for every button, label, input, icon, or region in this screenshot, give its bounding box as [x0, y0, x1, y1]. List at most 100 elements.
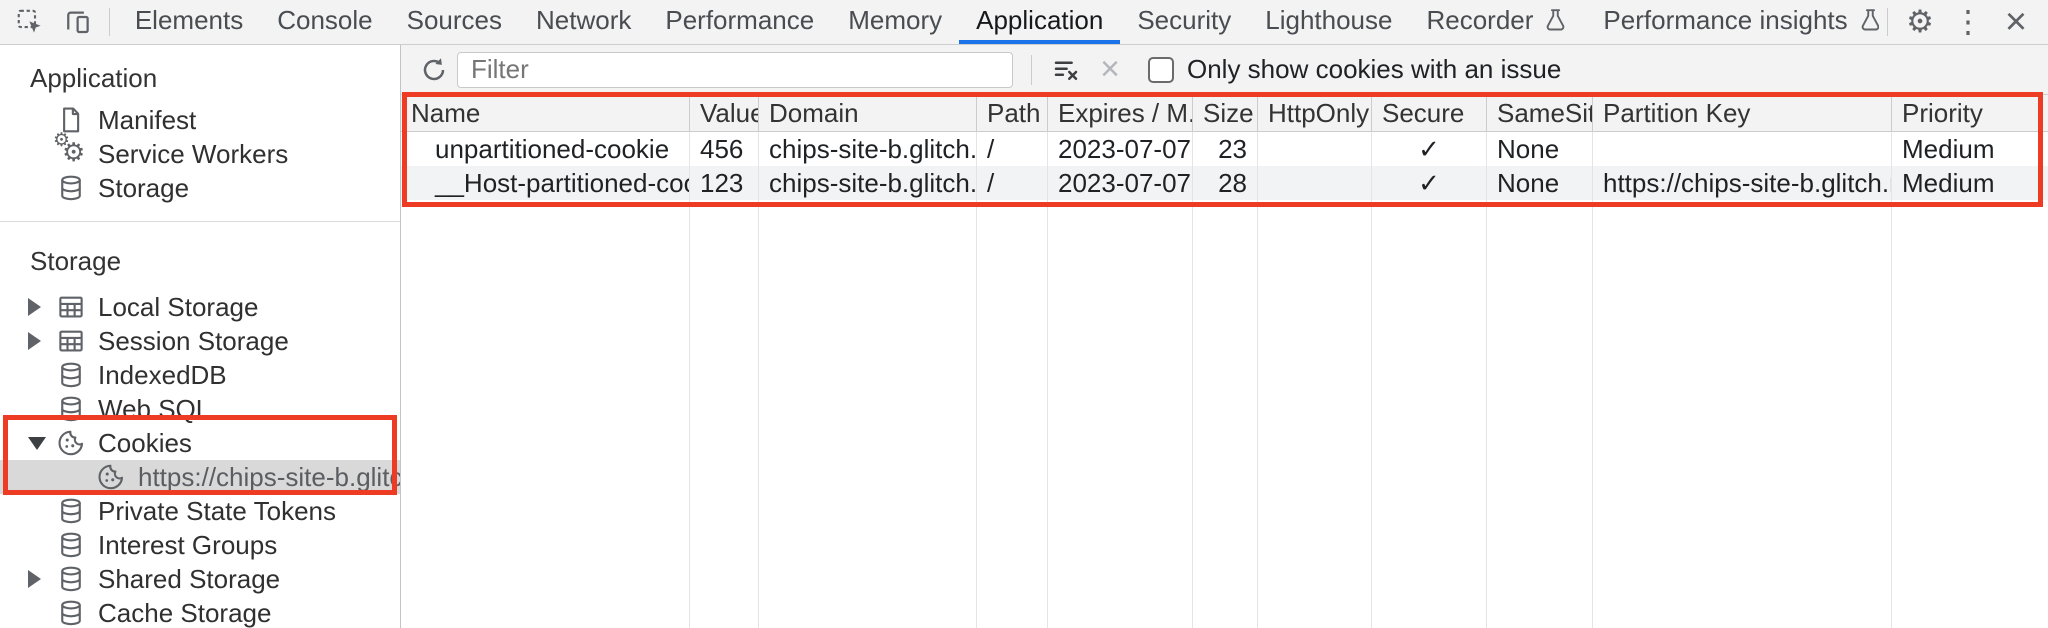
- toolbar-divider: [1887, 8, 1888, 36]
- column-header-secure[interactable]: Secure: [1372, 95, 1487, 131]
- database-icon: [56, 530, 86, 560]
- cookie-table-header: Name Value Domain Path Expires / M... Si…: [401, 95, 2048, 132]
- tab-network[interactable]: Network: [519, 0, 648, 44]
- column-header-expires[interactable]: Expires / M...: [1048, 95, 1193, 131]
- table-row[interactable]: __Host-partitioned-cookie 123 chips-site…: [401, 166, 2048, 200]
- sidebar-item-label: Local Storage: [98, 291, 259, 322]
- cell-secure: ✓: [1372, 132, 1487, 166]
- sidebar-item-label: Session Storage: [98, 325, 289, 356]
- cell-path: /: [977, 166, 1048, 200]
- database-icon: [56, 496, 86, 526]
- sidebar-item-label: Cache Storage: [98, 597, 272, 628]
- tab-elements[interactable]: Elements: [118, 0, 260, 44]
- tab-label: Network: [536, 4, 632, 35]
- tab-label: Security: [1137, 4, 1232, 35]
- sidebar-item-local-storage[interactable]: Local Storage: [0, 290, 400, 324]
- sidebar-item-session-storage[interactable]: Session Storage: [0, 324, 400, 358]
- column-header-samesite[interactable]: SameSite: [1487, 95, 1593, 131]
- devtools-tabs: Elements Console Sources Network Perform…: [118, 0, 1879, 44]
- cell-expires: 2023-07-07...: [1048, 166, 1193, 200]
- table-row[interactable]: unpartitioned-cookie 456 chips-site-b.gl…: [401, 132, 2048, 166]
- tab-label: Elements: [134, 4, 244, 35]
- sidebar-item-label: Web SQL: [98, 393, 211, 424]
- cell-name: unpartitioned-cookie: [401, 132, 690, 166]
- database-icon: [56, 598, 86, 628]
- expander-collapsed-icon[interactable]: [28, 298, 41, 316]
- cell-value: 123: [690, 166, 759, 200]
- devtools-tabbar: Elements Console Sources Network Perform…: [0, 0, 2048, 45]
- database-icon: [56, 360, 86, 390]
- tabbar-right-controls: ⚙ ⋮ ×: [1879, 0, 2048, 44]
- tab-security[interactable]: Security: [1120, 0, 1248, 44]
- table-icon: [56, 326, 86, 356]
- cell-name: __Host-partitioned-cookie: [401, 166, 690, 200]
- sidebar-item-indexeddb[interactable]: IndexedDB: [0, 358, 400, 392]
- column-header-path[interactable]: Path: [977, 95, 1048, 131]
- toggle-device-toolbar-icon[interactable]: [53, 0, 100, 44]
- sidebar-item-label: https://chips-site-b.glitch.me: [138, 461, 401, 492]
- cell-domain: chips-site-b.glitch.me: [759, 166, 977, 200]
- sidebar-item-shared-storage[interactable]: Shared Storage: [0, 562, 400, 596]
- sidebar-item-interest-groups[interactable]: Interest Groups: [0, 528, 400, 562]
- inspect-element-icon[interactable]: [6, 0, 53, 44]
- issue-filter-checkbox[interactable]: [1148, 56, 1174, 83]
- cell-expires: 2023-07-07...: [1048, 132, 1193, 166]
- cell-samesite: None: [1487, 132, 1593, 166]
- tab-label: Console: [277, 4, 373, 35]
- cookie-icon: [56, 428, 86, 458]
- application-sidebar: Application Manifest ⚙⚙ Service Workers …: [0, 45, 401, 628]
- sidebar-item-storage[interactable]: Storage: [0, 171, 400, 205]
- cell-priority: Medium: [1902, 134, 1995, 164]
- column-header-value[interactable]: Value: [690, 95, 759, 131]
- filter-input[interactable]: [457, 51, 1013, 88]
- storage-section: Storage Local Storage Session Storage In…: [0, 222, 400, 628]
- sidebar-item-web-sql[interactable]: Web SQL: [0, 392, 400, 426]
- cell-path: /: [977, 132, 1048, 166]
- more-options-kebab-icon[interactable]: ⋮: [1952, 4, 1984, 39]
- sidebar-item-cookie-origin[interactable]: https://chips-site-b.glitch.me: [0, 460, 400, 494]
- close-icon[interactable]: ×: [2004, 0, 2028, 43]
- tab-label: Memory: [848, 4, 943, 35]
- clear-filter-icon[interactable]: [1044, 48, 1088, 92]
- refresh-icon[interactable]: [411, 47, 457, 93]
- column-header-priority[interactable]: Priority: [1902, 98, 1983, 128]
- settings-gear-icon[interactable]: ⚙: [1906, 4, 1934, 39]
- cell-size: 23: [1193, 132, 1258, 166]
- expander-collapsed-icon[interactable]: [28, 570, 41, 588]
- column-header-size[interactable]: Size: [1193, 95, 1258, 131]
- column-header-domain[interactable]: Domain: [759, 95, 977, 131]
- sidebar-item-manifest[interactable]: Manifest: [0, 103, 400, 137]
- column-header-httponly[interactable]: HttpOnly: [1258, 95, 1372, 131]
- section-title-application: Application: [30, 63, 158, 93]
- sidebar-item-private-state-tokens[interactable]: Private State Tokens: [0, 494, 400, 528]
- column-header-partition-key[interactable]: Partition Key: [1593, 95, 1892, 131]
- sidebar-item-cache-storage[interactable]: Cache Storage: [0, 596, 400, 628]
- tab-lighthouse[interactable]: Lighthouse: [1248, 0, 1409, 44]
- tab-recorder[interactable]: Recorder: [1409, 0, 1586, 44]
- tab-label: Performance insights: [1603, 4, 1848, 35]
- sidebar-item-cookies[interactable]: Cookies: [0, 426, 400, 460]
- tab-performance[interactable]: Performance: [648, 0, 831, 44]
- delete-selected-icon[interactable]: ×: [1100, 50, 1120, 88]
- service-workers-gears-icon: ⚙⚙: [53, 130, 86, 167]
- toolbar-divider: [108, 8, 110, 36]
- sidebar-item-label: Cookies: [98, 427, 192, 458]
- issue-filter-checkbox-label[interactable]: Only show cookies with an issue: [1187, 54, 1562, 84]
- sidebar-item-label: Shared Storage: [98, 563, 281, 594]
- sidebar-item-service-workers[interactable]: ⚙⚙ Service Workers: [0, 130, 400, 171]
- sidebar-item-label: Service Workers: [98, 138, 289, 169]
- table-icon: [56, 292, 86, 322]
- tab-performance-insights[interactable]: Performance insights: [1586, 0, 1879, 44]
- cell-priority: Medium: [1902, 168, 1995, 198]
- cell-size: 28: [1193, 166, 1258, 200]
- expander-expanded-icon[interactable]: [28, 436, 46, 450]
- expander-collapsed-icon[interactable]: [28, 332, 41, 350]
- tab-sources[interactable]: Sources: [390, 0, 519, 44]
- cookie-table: Name Value Domain Path Expires / M... Si…: [401, 92, 2048, 628]
- tab-application[interactable]: Application: [959, 0, 1121, 44]
- column-header-name[interactable]: Name: [401, 95, 690, 131]
- tab-memory[interactable]: Memory: [831, 0, 959, 44]
- tab-console[interactable]: Console: [260, 0, 389, 44]
- cell-partition-key: https://chips-site-b.glitch.me: [1593, 166, 1892, 200]
